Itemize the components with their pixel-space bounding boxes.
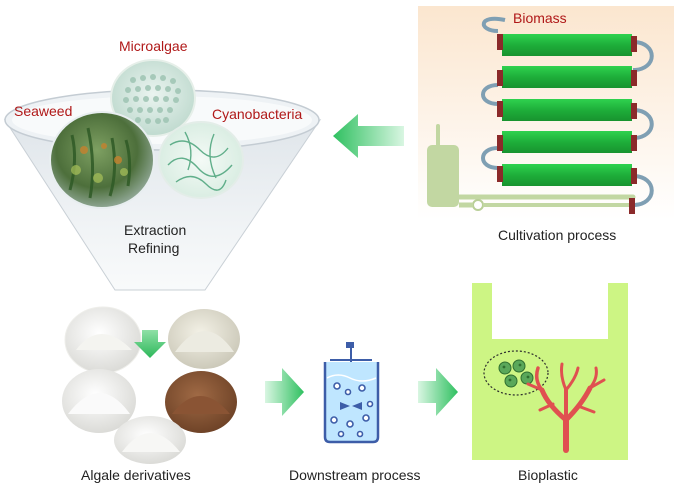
cyanobacteria-label: Cyanobacteria — [212, 106, 303, 122]
bioreactor-icon — [323, 342, 380, 444]
powder-pile-icon — [165, 371, 237, 433]
photobioreactor-icon — [427, 16, 654, 214]
microalgae-label: Microalgae — [119, 38, 188, 54]
microalgae-image — [110, 59, 196, 137]
refining-label: Refining — [128, 240, 180, 256]
arrow-left-icon — [333, 114, 404, 158]
cyanobacteria-image — [158, 121, 244, 199]
downstream-label: Downstream process — [289, 467, 421, 483]
seaweed-label: Seaweed — [14, 103, 73, 119]
powder-pile-icon — [64, 306, 142, 374]
powder-pile-icon — [62, 369, 136, 433]
cultivation-label: Cultivation process — [498, 227, 617, 243]
extraction-label: Extraction — [124, 222, 187, 238]
seaweed-image — [49, 111, 155, 209]
powder-pile-icon — [114, 416, 186, 464]
arrow-right-icon — [418, 368, 458, 416]
bag-icon — [472, 283, 628, 460]
arrow-down-icon — [134, 330, 166, 358]
algae-cells-icon — [483, 350, 549, 396]
powder-pile-icon — [168, 309, 240, 369]
bioplastic-label: Bioplastic — [518, 467, 578, 483]
biomass-label: Biomass — [513, 10, 567, 26]
derivatives-label: Algale derivatives — [81, 467, 191, 483]
arrow-right-icon — [265, 368, 304, 416]
coral-seaweed-icon — [526, 362, 606, 453]
